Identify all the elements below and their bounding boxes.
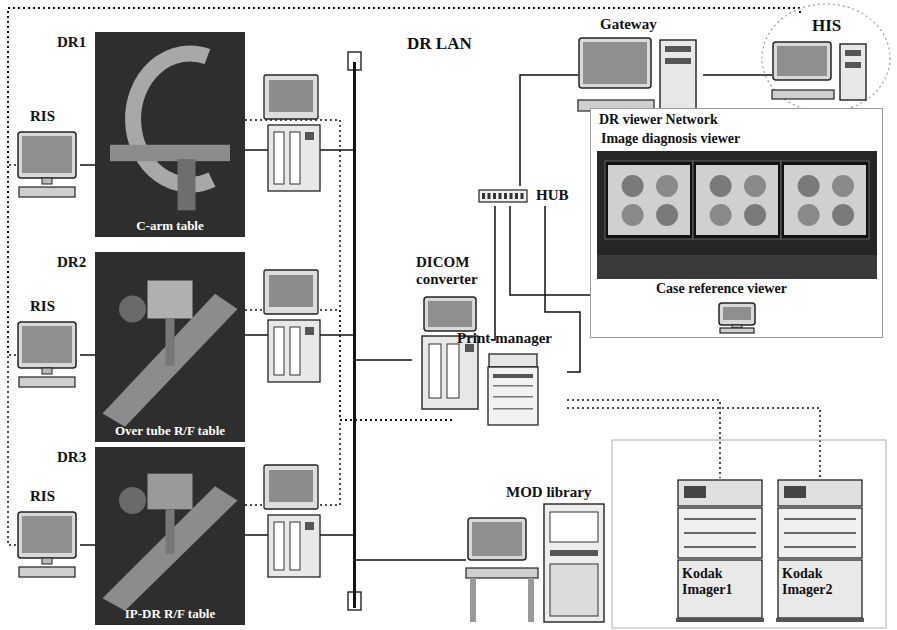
device-label: DR3: [57, 449, 86, 466]
dotted-link: [567, 408, 820, 478]
device-label: DR LAN: [407, 34, 472, 53]
dr-room-photo: DR2Over tube R/F table: [95, 252, 245, 442]
device-label: HIS: [812, 16, 841, 35]
pcTower-icon: [578, 36, 698, 116]
dr-room-photo: DR1C-arm table: [95, 32, 245, 237]
ris-terminal: RIS: [16, 488, 80, 580]
device-label: DR1: [57, 34, 86, 51]
hub-icon: [478, 189, 528, 203]
his-pc: HIS: [772, 16, 872, 104]
network-link: [80, 354, 95, 356]
library-icon: [466, 504, 606, 624]
device-label: DICOM converter: [416, 254, 488, 288]
device-label: RIS: [30, 108, 55, 125]
pc-icon: [717, 301, 757, 334]
network-link: [510, 206, 590, 295]
monitors-icon: [597, 151, 877, 279]
device-label: Case reference viewer: [656, 281, 787, 297]
photo-icon: [95, 447, 245, 625]
device-label: Image diagnosis viewer: [601, 131, 740, 147]
lan-bus: DR LAN: [353, 62, 356, 608]
diagnosis-viewer: Image diagnosis viewer: [597, 131, 877, 281]
network-link: [520, 75, 578, 186]
network-link: [80, 164, 95, 166]
network-hub: HUB: [478, 186, 578, 206]
device-label: DR viewer Network: [599, 112, 718, 128]
dotted-link: [245, 420, 455, 505]
network-link: [80, 544, 95, 546]
pc-icon: [16, 130, 78, 200]
mod-library: MOD library: [466, 484, 606, 626]
ris-terminal: RIS: [16, 108, 80, 200]
workstation: [264, 465, 320, 577]
network-link: [703, 74, 772, 76]
network-link: [545, 206, 580, 372]
imager-icon: [676, 478, 764, 622]
network-link: [491, 206, 495, 340]
gateway-pc: Gateway: [578, 16, 703, 116]
film-imager: Kodak Imager2: [776, 478, 864, 622]
print-manager: Print-manager: [455, 330, 567, 428]
printer-icon: [487, 352, 539, 426]
workstation: [264, 75, 320, 191]
device-label: RIS: [30, 298, 55, 315]
device-label: Kodak Imager2: [782, 566, 858, 598]
case-viewer: Case reference viewer: [631, 281, 841, 335]
viewer-network-panel: DR viewer NetworkImage diagnosis viewerC…: [590, 108, 883, 338]
network-link: [356, 559, 466, 561]
workstation: [264, 270, 320, 382]
dotted-link: [567, 400, 720, 478]
imager-group: [612, 440, 886, 628]
pc-icon: [16, 510, 78, 580]
device-label: MOD library: [506, 484, 591, 501]
device-label: Gateway: [600, 16, 657, 33]
pc-icon: [16, 320, 78, 390]
device-label: HUB: [536, 187, 569, 204]
pcTower-icon: [772, 40, 868, 102]
photo-icon: [95, 252, 245, 442]
dr-room-photo: DR3IP-DR R/F table: [95, 447, 245, 625]
imager-icon: [776, 478, 864, 622]
photo-caption: Over tube R/F table: [97, 423, 243, 438]
device-label: RIS: [30, 488, 55, 505]
device-label: Print-manager: [457, 330, 552, 347]
film-imager: Kodak Imager1: [676, 478, 764, 622]
tower-icon: [420, 296, 480, 410]
photo-icon: [95, 32, 245, 237]
ris-terminal: RIS: [16, 298, 80, 390]
device-label: Kodak Imager1: [682, 566, 758, 598]
photo-caption: C-arm table: [97, 218, 243, 233]
network-link: [356, 359, 412, 361]
photo-caption: IP-DR R/F table: [97, 606, 243, 621]
his-region: [762, 4, 890, 112]
device-label: DR2: [57, 254, 86, 271]
